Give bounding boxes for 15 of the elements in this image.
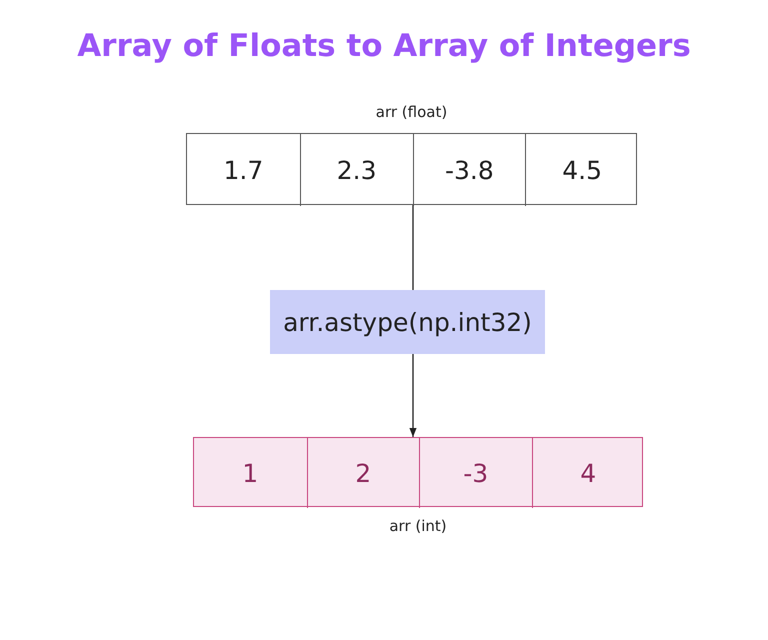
array-box [186, 133, 637, 205]
array-box [193, 437, 643, 507]
array-cell: 4.5 [525, 134, 638, 206]
function-box: arr.astype(np.int32) [270, 290, 545, 354]
array-cell: 1 [194, 438, 306, 508]
array-label: arr (float) [376, 103, 448, 121]
array-cell: -3.8 [412, 134, 526, 206]
array-cell: 2 [306, 438, 419, 508]
arrow [409, 354, 417, 437]
array-cell: 4 [532, 438, 644, 508]
title: Array of Floats to Array of Integers [76, 28, 692, 64]
array-cell: 2.3 [300, 134, 412, 206]
array-cell: -3 [419, 438, 532, 508]
array-cell: 1.7 [187, 134, 300, 206]
array-label: arr (int) [389, 517, 447, 535]
